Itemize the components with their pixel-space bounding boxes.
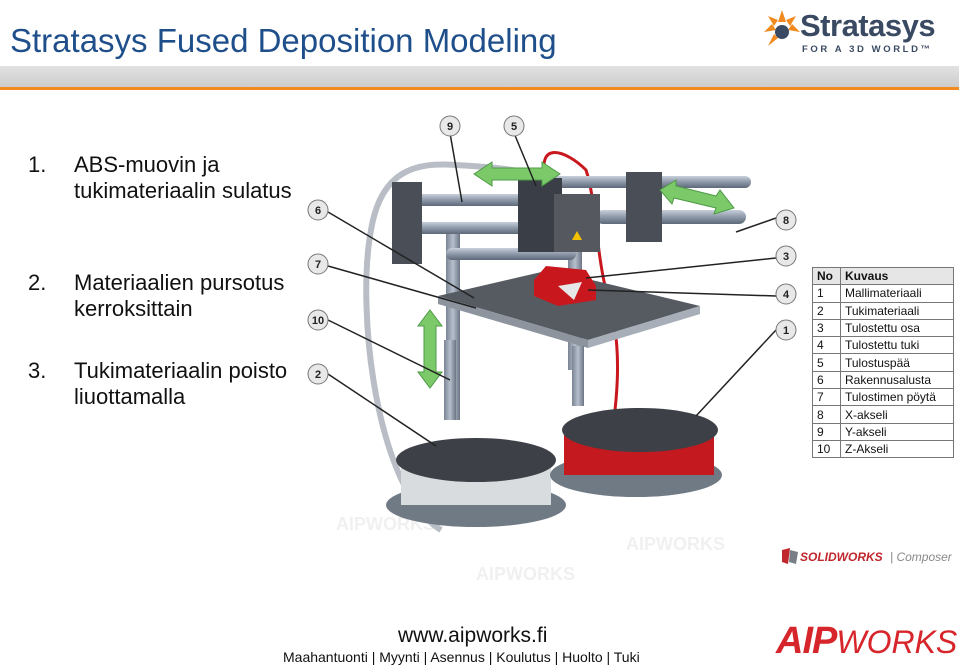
callout-7: 7 bbox=[307, 253, 329, 275]
y-axis-rail bbox=[411, 222, 541, 234]
legend-desc: Mallimateriaali bbox=[840, 284, 954, 303]
fdm-printer-diagram: AIPWORKS AIPWORKS AIPWORKS bbox=[307, 115, 797, 584]
legend-desc: Y-akseli bbox=[840, 422, 954, 441]
header-accent-line bbox=[0, 87, 959, 90]
legend-no: 2 bbox=[812, 301, 841, 320]
legend-desc: Tulostettu tuki bbox=[840, 336, 954, 355]
solidworks-composer-logo: SOLIDWORKS | Composer bbox=[778, 542, 958, 572]
aipworks-logo-works: WORKS bbox=[836, 624, 958, 660]
callout-4: 4 bbox=[775, 283, 797, 305]
legend-desc: Rakennusalusta bbox=[840, 370, 954, 390]
legend-no: 4 bbox=[812, 336, 841, 355]
legend-no: 8 bbox=[812, 405, 841, 424]
legend-header-row: No Kuvaus bbox=[812, 266, 954, 286]
stratasys-burst-icon bbox=[764, 10, 800, 46]
legend-no: 7 bbox=[812, 388, 841, 407]
callout-5: 5 bbox=[503, 115, 525, 137]
header-bar bbox=[0, 66, 959, 90]
svg-text:1: 1 bbox=[783, 325, 789, 337]
svg-text:8: 8 bbox=[783, 215, 789, 227]
bullet-number: 2. bbox=[28, 270, 47, 295]
bullet-text: Materiaalien pursotus kerroksittain bbox=[74, 270, 285, 321]
platform-edge bbox=[588, 306, 700, 348]
legend-no: 3 bbox=[812, 318, 841, 338]
watermark: AIPWORKS AIPWORKS AIPWORKS bbox=[336, 514, 725, 584]
solidworks-word: SOLIDWORKS bbox=[800, 550, 883, 564]
callout-6: 6 bbox=[307, 199, 329, 221]
svg-text:6: 6 bbox=[315, 205, 321, 217]
callout-9: 9 bbox=[439, 115, 461, 137]
model-spool-top bbox=[562, 408, 718, 452]
svg-text:4: 4 bbox=[783, 289, 790, 301]
printed-support bbox=[558, 282, 582, 300]
legend-desc: Tukimateriaali bbox=[840, 301, 954, 320]
frame-post bbox=[572, 346, 584, 406]
composer-word: | Composer bbox=[890, 550, 952, 564]
callout-8: 8 bbox=[775, 209, 797, 231]
svg-text:2: 2 bbox=[315, 369, 321, 381]
ds-logo-icon bbox=[782, 548, 798, 564]
footer-services: Maahantuonti | Myynti | Asennus | Koulut… bbox=[283, 649, 640, 665]
svg-text:3: 3 bbox=[783, 251, 789, 263]
legend-desc: Tulostuspää bbox=[840, 353, 954, 372]
stratasys-logo: Stratasys FOR A 3D WORLD™ bbox=[762, 6, 952, 60]
leader-lines bbox=[327, 132, 777, 447]
aipworks-logo-aip: AIP bbox=[776, 620, 837, 662]
callout-2: 2 bbox=[307, 363, 329, 385]
legend-desc: Z-Akseli bbox=[840, 439, 954, 459]
bullet-number: 3. bbox=[28, 358, 47, 383]
svg-text:AIPWORKS: AIPWORKS bbox=[626, 534, 725, 554]
warning-icon bbox=[572, 231, 582, 240]
callout-10: 10 bbox=[307, 309, 329, 331]
bullet-number: 1. bbox=[28, 152, 47, 177]
legend-no: 9 bbox=[812, 422, 841, 441]
motion-arrows bbox=[417, 161, 735, 389]
svg-text:9: 9 bbox=[447, 121, 453, 133]
rail-block bbox=[626, 172, 662, 242]
legend-no: 10 bbox=[812, 439, 841, 459]
svg-text:7: 7 bbox=[315, 259, 321, 271]
legend-desc: X-akseli bbox=[840, 405, 954, 424]
svg-text:10: 10 bbox=[312, 315, 324, 327]
support-spool-top bbox=[396, 438, 556, 482]
slide-title: Stratasys Fused Deposition Modeling bbox=[10, 22, 557, 59]
callout-1: 1 bbox=[775, 319, 797, 341]
footer-url-link[interactable]: www.aipworks.fi bbox=[398, 624, 548, 647]
svg-text:AIPWORKS: AIPWORKS bbox=[476, 564, 575, 584]
build-platform bbox=[438, 270, 700, 340]
bullet-text: Tukimateriaalin poisto liuottamalla bbox=[74, 358, 288, 409]
aipworks-logo: AIPWORKS bbox=[776, 620, 958, 662]
legend-desc: Tulostimen pöytä bbox=[840, 388, 954, 407]
platform-edge bbox=[438, 296, 588, 348]
legend-header-no: No bbox=[812, 266, 841, 286]
svg-text:5: 5 bbox=[511, 121, 517, 133]
legend-header-desc: Kuvaus bbox=[840, 266, 954, 286]
bullet-text: ABS-muovin ja tukimateriaalin sulatus bbox=[74, 152, 292, 203]
legend-desc: Tulostettu osa bbox=[840, 318, 954, 338]
print-head bbox=[554, 194, 600, 252]
stratasys-logo-tagline: FOR A 3D WORLD™ bbox=[802, 44, 933, 55]
legend-no: 5 bbox=[812, 353, 841, 372]
legend-no: 1 bbox=[812, 284, 841, 303]
stratasys-logo-word: Stratasys bbox=[800, 8, 936, 43]
rail-block bbox=[392, 182, 422, 264]
y-axis-rail bbox=[411, 194, 541, 206]
x-axis-rail bbox=[596, 210, 746, 224]
legend-no: 6 bbox=[812, 370, 841, 390]
callout-3: 3 bbox=[775, 245, 797, 267]
